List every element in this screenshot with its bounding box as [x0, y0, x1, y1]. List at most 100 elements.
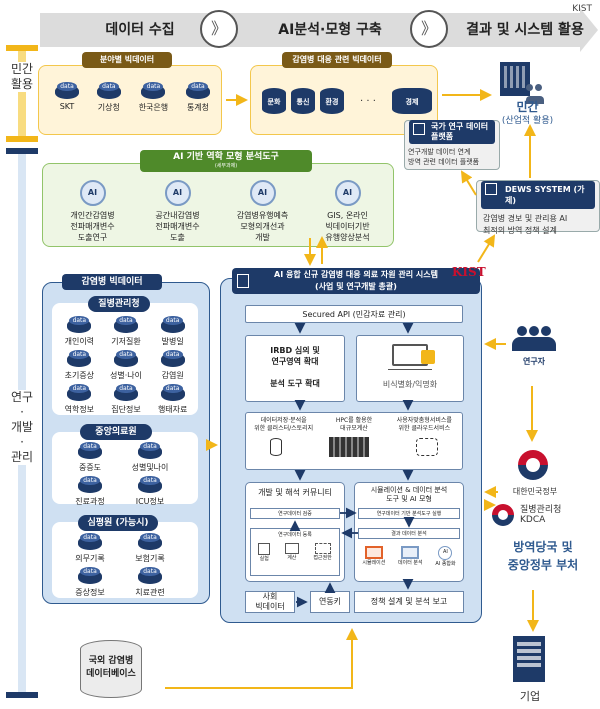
- main-system-subtitle: (사업 및 연구개발 총괄): [315, 282, 397, 291]
- phase-header-arrowhead: [580, 8, 598, 52]
- data-item: 초기증상: [56, 350, 103, 381]
- kdca-data-title: 질병관리청: [88, 296, 150, 312]
- data-item: 집단정보: [103, 384, 150, 415]
- data-source-weather: 기상청: [96, 82, 121, 113]
- field-bigdata-list: SKT 기상청 한국은행 통계청: [55, 82, 210, 113]
- national-platform-box: 국가 연구 데이터 플랫폼 연구개발 데이터 연계 방역 관련 데이터 플랫폼: [404, 120, 500, 170]
- national-platform-title: 국가 연구 데이터 플랫폼: [409, 120, 495, 144]
- data-source-skt: SKT: [55, 82, 79, 113]
- domain-economy: 경제: [392, 88, 432, 114]
- phase-result-utilization: 결과 및 시스템 활용: [466, 22, 584, 38]
- compute-item: 계산: [284, 543, 299, 562]
- epidemic-bigdata-list: 문화 통신 환경 · · · 경제: [262, 88, 432, 114]
- research-bar-top-cap: [6, 148, 38, 154]
- experiment-item: 실험: [258, 543, 271, 562]
- arrow-dews-to-platform: [460, 170, 477, 196]
- government-label: 대한민국정부: [512, 487, 558, 496]
- access-network-icon: [314, 543, 331, 554]
- database-icon: [55, 82, 79, 100]
- data-item: 행태자료: [149, 384, 196, 415]
- private-bar-top-cap: [6, 45, 38, 51]
- research-data-register: 연구데이터 등록: [278, 532, 312, 538]
- nmc-data-title: 중앙의료원: [80, 424, 152, 440]
- data-analysis-item: 데이터 분석: [398, 546, 423, 567]
- server-icon: [413, 123, 425, 135]
- data-item: 발병일: [149, 316, 196, 347]
- lock-icon: [421, 350, 435, 364]
- data-item: 기저질환: [103, 316, 150, 347]
- chevron-icon: 》: [410, 10, 448, 48]
- database-icon: [67, 384, 92, 402]
- phase-ai-analysis: AI분석·모형 구축: [278, 22, 382, 38]
- server-icon: [485, 183, 497, 195]
- simulation-title: 시뮬레이션 & 데이터 분석 도구 및 AI 모형: [370, 486, 448, 503]
- database-icon: [269, 438, 282, 456]
- dews-box: DEWS SYSTEM (가제) 감염병 경보 및 관리용 AI 최적의 방역 …: [476, 180, 600, 235]
- secured-api-box: Secured API (민감자료 관리): [245, 305, 463, 323]
- chevron-icon: 》: [200, 10, 238, 48]
- private-use-label: 민간 활용: [4, 62, 40, 92]
- ai-tools-title-tag: AI 기반 역학 모형 분석도구 (세부과제): [140, 150, 312, 172]
- data-item: 개인이력: [56, 316, 103, 347]
- building-icon: [500, 62, 530, 96]
- database-icon: [78, 476, 102, 494]
- people-icon: [526, 76, 544, 104]
- hira-data-list: 의무기록 보험기록 증상정보 치료관련: [60, 533, 180, 598]
- kdca-name: 질병관리청: [520, 505, 562, 515]
- database-icon: [67, 350, 92, 368]
- ai-tools-title: AI 기반 역학 모형 분석도구: [173, 152, 279, 162]
- arrow-overseas-to-system: [165, 628, 358, 689]
- private-sector-label: 민간: [516, 100, 539, 114]
- domain-environment: 환경: [320, 88, 344, 114]
- hira-data-card: [52, 522, 198, 598]
- database-icon: [67, 316, 92, 334]
- data-item: ICU정보: [120, 476, 180, 507]
- database-icon: [160, 316, 185, 334]
- data-item: 보험기록: [120, 533, 180, 564]
- infra-storage-label: 데이터저장·분석을 위한 클러스터/스토리지: [254, 417, 314, 432]
- simulation-monitor-icon: [364, 546, 383, 559]
- private-use-bar: [18, 51, 26, 136]
- infra-cloud-label: 사용자맞춤형서비스를 위한 클라우드서비스: [396, 417, 452, 432]
- company-building-icon: [513, 636, 545, 682]
- server-icon: [237, 274, 249, 288]
- domain-culture: 문화: [262, 88, 286, 114]
- database-icon: [141, 82, 166, 100]
- database-icon: [113, 316, 138, 334]
- kdca-data-list: 개인이력 기저질환 발병일 초기증상 성별·나이 감염원 역학정보 집단정보 행…: [56, 316, 196, 415]
- simulation-item: 시뮬레이션: [362, 546, 385, 567]
- data-item: 감염원: [149, 350, 196, 381]
- main-system-title: AI 융합 신규 감염병 대응 의료 자원 관리 시스템: [274, 270, 438, 279]
- arrow-system-to-dews: [477, 234, 496, 263]
- ai-database-icon: AI: [79, 180, 106, 206]
- policy-report-box: 정책 설계 및 분석 보고: [354, 591, 464, 613]
- company-label: 기업: [519, 690, 541, 703]
- hira-data-title: 심평원 (가능시): [78, 515, 158, 531]
- database-icon: [113, 350, 138, 368]
- ai-database-icon: AI: [334, 180, 361, 206]
- database-icon: [185, 82, 210, 100]
- database-icon: [138, 442, 162, 460]
- data-item: 중증도: [60, 442, 120, 473]
- nmc-data-list: 중증도 성별및나이 진료과정 ICU정보: [60, 442, 180, 507]
- research-bar-bottom-cap: [6, 692, 38, 698]
- epidemic-bigdata-title: 감염병 대응 관련 빅데이터: [282, 52, 392, 68]
- dews-title: DEWS SYSTEM (가제): [481, 181, 595, 209]
- data-item: 진료과정: [60, 476, 120, 507]
- research-label: 연구 · 개발 · 관리: [4, 390, 40, 465]
- overseas-db-cylinder: [80, 640, 142, 698]
- research-data-register-box: 연구데이터 등록 실험 계산 접근권한: [250, 528, 340, 576]
- database-icon: [138, 533, 162, 551]
- access-item: 접근권한: [313, 543, 332, 562]
- research-data-verify: 연구데이터 검증: [250, 508, 340, 519]
- chart-monitor-icon: [401, 546, 420, 559]
- data-item: 치료관련: [120, 567, 180, 598]
- community-title: 개발 및 해석 커뮤니티: [258, 488, 332, 497]
- kdca-emblem-icon: [492, 504, 514, 526]
- ai-database-icon: AI: [249, 180, 276, 206]
